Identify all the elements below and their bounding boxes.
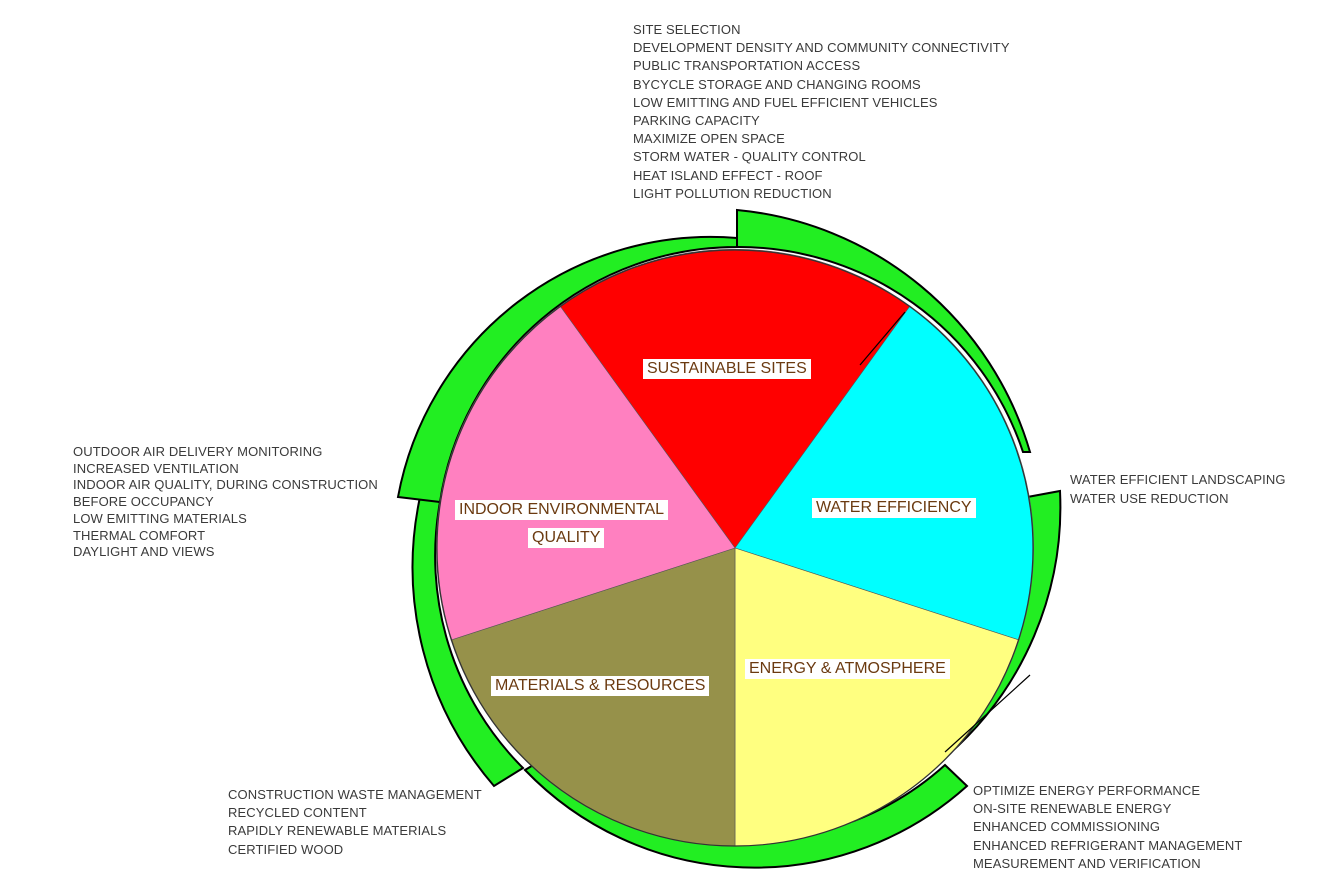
list-item: LIGHT POLLUTION REDUCTION — [633, 185, 832, 201]
leader-lines — [859, 311, 1031, 753]
list-item: PUBLIC TRANSPORTATION ACCESS — [633, 58, 861, 74]
list-item: INDOOR AIR QUALITY, DURING CONSTRUCTION — [73, 477, 378, 493]
item-list-energy-atmosphere: OPTIMIZE ENERGY PERFORMANCE ON-SITE RENEW… — [973, 782, 1242, 873]
list-item: WATER EFFICIENT LANDSCAPING — [1070, 472, 1286, 487]
list-item: PARKING CAPACITY — [633, 113, 760, 129]
ring-band-sustainable-sites — [736, 208, 1032, 453]
list-item: MAXIMIZE OPEN SPACE — [633, 131, 785, 147]
list-item: BYCYCLE STORAGE AND CHANGING ROOMS — [633, 76, 921, 92]
list-item: MEASUREMENT AND VERIFICATION — [973, 855, 1201, 871]
list-item: RECYCLED CONTENT — [228, 805, 367, 821]
list-item: LOW EMITTING MATERIALS — [73, 510, 247, 526]
pie-outline — [436, 249, 1034, 847]
leader-line-sites — [859, 311, 906, 366]
segment-label-energy-atmosphere: ENERGY & ATMOSPHERE — [745, 659, 950, 679]
list-item: DEVELOPMENT DENSITY AND COMMUNITY CONNEC… — [633, 40, 1010, 56]
segment-label-water-efficiency: WATER EFFICIENCY — [812, 498, 976, 518]
list-item: INCREASED VENTILATION — [73, 460, 239, 476]
list-item: ENHANCED REFRIGERANT MANAGEMENT — [973, 837, 1243, 853]
list-item: STORM WATER - QUALITY CONTROL — [633, 149, 866, 165]
list-item: THERMAL COMFORT — [73, 527, 206, 543]
segment-label-indoor-environmental-quality-line2: QUALITY — [528, 528, 605, 548]
list-item: ENHANCED COMMISSIONING — [973, 819, 1161, 835]
list-item: CONSTRUCTION WASTE MANAGEMENT — [228, 787, 482, 802]
segment-label-materials-resources: MATERIALS & RESOURCES — [491, 676, 710, 696]
pie — [436, 248, 1034, 847]
list-item: OUTDOOR AIR DELIVERY MONITORING — [73, 444, 323, 459]
list-item: LOW EMITTING AND FUEL EFFICIENT VEHICLES — [633, 94, 938, 110]
item-list-water-efficiency: WATER EFFICIENT LANDSCAPING WATER USE RED… — [1070, 471, 1286, 508]
list-item: ON-SITE RENEWABLE ENERGY — [973, 801, 1172, 817]
segment-label-sustainable-sites: SUSTAINABLE SITES — [643, 359, 811, 379]
list-item: OPTIMIZE ENERGY PERFORMANCE — [973, 783, 1201, 798]
ring-band-indoor-environmental-quality — [396, 235, 738, 504]
list-item: CERTIFIED WOOD — [228, 841, 344, 857]
leader-line-energy — [944, 674, 1031, 753]
wedge-sustainable-sites — [559, 248, 911, 549]
list-item: SITE SELECTION — [633, 22, 741, 37]
green-ring — [396, 208, 1062, 869]
item-list-materials-resources: CONSTRUCTION WASTE MANAGEMENT RECYCLED CO… — [228, 786, 482, 859]
item-list-sustainable-sites: SITE SELECTION DEVELOPMENT DENSITY AND CO… — [633, 21, 1010, 203]
list-item: HEAT ISLAND EFFECT - ROOF — [633, 167, 823, 183]
list-item: RAPIDLY RENEWABLE MATERIALS — [228, 823, 447, 839]
list-item: BEFORE OCCUPANCY — [73, 494, 214, 510]
list-item: DAYLIGHT AND VIEWS — [73, 544, 215, 560]
list-item: WATER USE REDUCTION — [1070, 490, 1229, 506]
segment-label-indoor-environmental-quality-line1: INDOOR ENVIRONMENTAL — [455, 500, 669, 520]
